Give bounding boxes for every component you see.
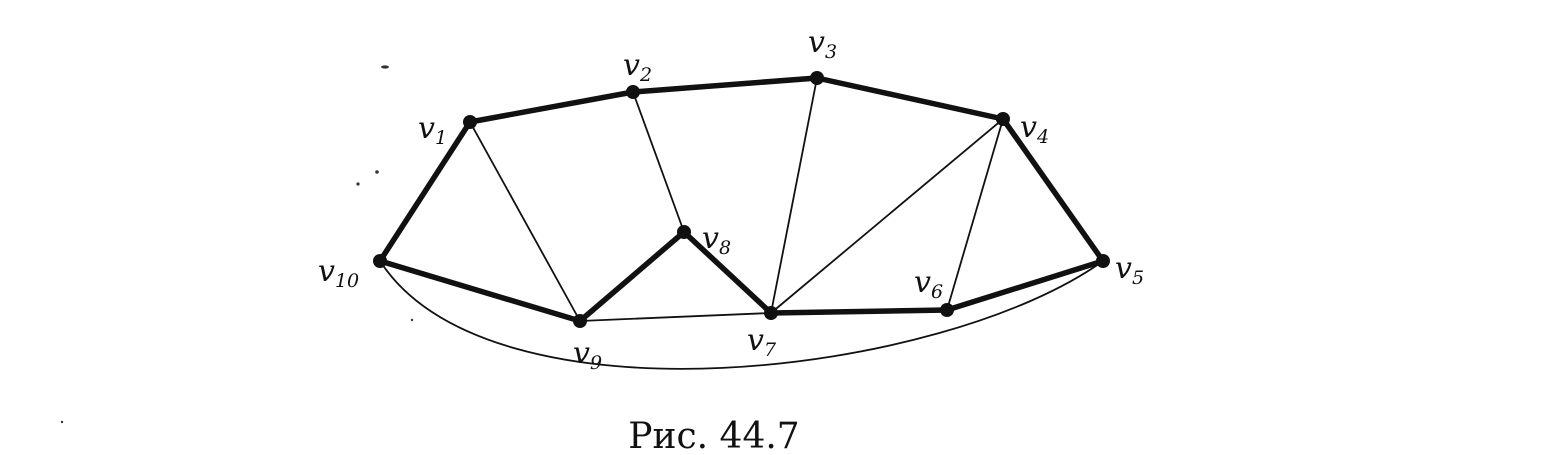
edge-v6-v7 <box>768 307 950 316</box>
edge-v1-v2 <box>467 89 636 125</box>
vertex-label-v2: v2 <box>623 48 652 86</box>
vertex-v4 <box>996 112 1010 126</box>
edges-layer <box>377 75 1106 370</box>
edge-v7-v8 <box>681 229 774 316</box>
edge-v10-v5 <box>379 260 1104 370</box>
vertex-labels-layer: v1 v2 v3 v4 v5 v6 v7 v8 v9 v10 <box>318 25 1144 374</box>
vertex-v7 <box>764 306 778 320</box>
vertex-label-v3: v3 <box>808 25 837 63</box>
vertex-v2 <box>626 85 640 99</box>
vertex-label-v8: v8 <box>702 221 731 259</box>
scan-speck <box>356 182 360 186</box>
vertex-v9 <box>573 314 587 328</box>
scan-speck <box>60 420 64 424</box>
edge-v4-v6 <box>946 118 1004 311</box>
edge-v9-v7 <box>579 312 772 322</box>
vertex-label-v10: v10 <box>318 254 359 292</box>
vertices-layer <box>373 71 1110 328</box>
edge-v2-v3 <box>630 75 820 95</box>
scan-specks <box>60 65 414 424</box>
edge-v5-v6 <box>944 258 1106 313</box>
edge-v1-v9 <box>469 121 581 322</box>
vertex-label-v7: v7 <box>747 323 777 361</box>
edge-v4-v7 <box>770 118 1004 314</box>
vertex-label-v4: v4 <box>1020 110 1049 148</box>
vertex-v8 <box>677 225 691 239</box>
edge-v9-v10 <box>377 258 583 324</box>
vertex-v5 <box>1096 254 1110 268</box>
edge-v8-v9 <box>577 229 687 324</box>
vertex-v1 <box>463 115 477 129</box>
scan-speck <box>410 318 414 322</box>
scan-speck <box>381 65 389 69</box>
vertex-label-v6: v6 <box>914 265 943 303</box>
vertex-v3 <box>810 71 824 85</box>
vertex-label-v1: v1 <box>418 111 447 149</box>
vertex-label-v5: v5 <box>1115 251 1144 289</box>
vertex-v10 <box>373 254 387 268</box>
edge-v2-v8 <box>632 91 685 233</box>
scan-speck <box>375 170 379 174</box>
edge-v4-v5 <box>1000 116 1106 264</box>
edge-v10-v1 <box>377 119 473 264</box>
edge-v3-v4 <box>814 75 1006 122</box>
vertex-label-v9: v9 <box>573 336 602 374</box>
edge-v3-v7 <box>770 77 818 314</box>
vertex-v6 <box>940 303 954 317</box>
figure-caption: Рис. 44.7 <box>628 416 799 455</box>
